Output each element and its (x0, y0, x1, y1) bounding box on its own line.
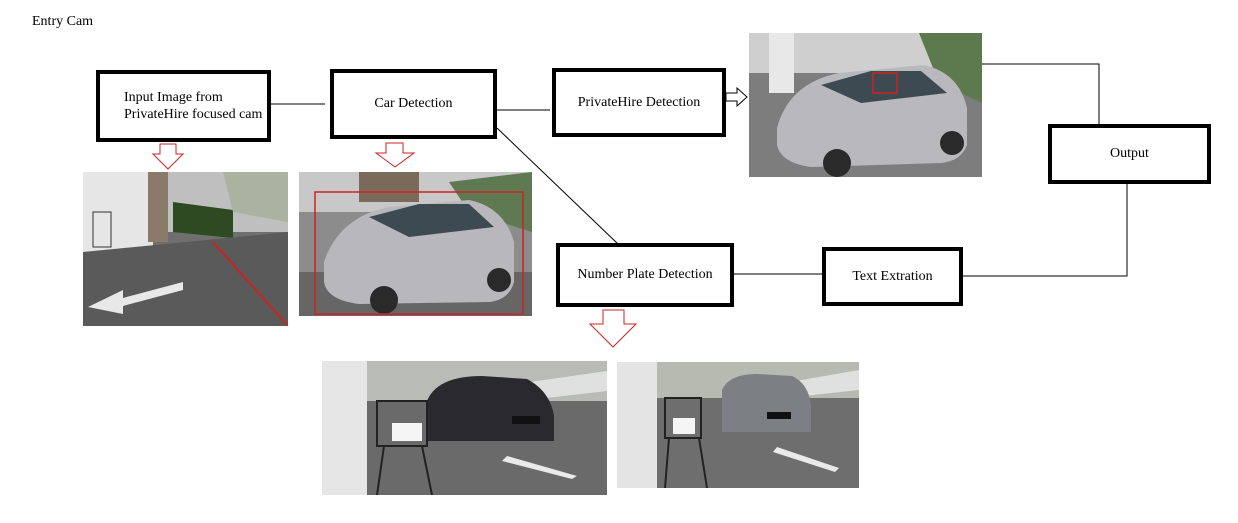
input-scene-image (83, 172, 288, 326)
node-output-label: Output (1110, 146, 1149, 161)
privatehire-detection-image (749, 33, 982, 177)
car-detection-image (299, 172, 532, 316)
node-plate-label: Number Plate Detection (577, 267, 713, 282)
edge-privatehire-image-to-output (982, 63, 1100, 125)
plate-detection-image-1 (322, 361, 607, 495)
node-car-detection-label: Car Detection (374, 96, 453, 111)
plate-detection-image-2 (617, 362, 859, 488)
edge-text-to-output (962, 183, 1128, 277)
node-text-extraction: Text Extration (822, 247, 963, 306)
diagram-title: Entry Cam (32, 14, 94, 29)
node-car-detection: Car Detection (330, 69, 497, 139)
node-number-plate-detection: Number Plate Detection (556, 243, 734, 307)
node-privatehire-label: PrivateHire Detection (577, 94, 701, 110)
arrow-down-icon (374, 142, 416, 168)
arrow-right-icon (725, 86, 748, 108)
node-output: Output (1048, 124, 1211, 184)
node-input-label: Input Image from PrivateHire focused cam (124, 90, 263, 122)
node-text-label: Text Extration (852, 268, 933, 284)
node-privatehire-detection: PrivateHire Detection (552, 68, 726, 137)
arrow-down-icon (151, 143, 185, 170)
node-input-image: Input Image from PrivateHire focused cam (96, 70, 271, 142)
arrow-down-icon (588, 309, 638, 348)
